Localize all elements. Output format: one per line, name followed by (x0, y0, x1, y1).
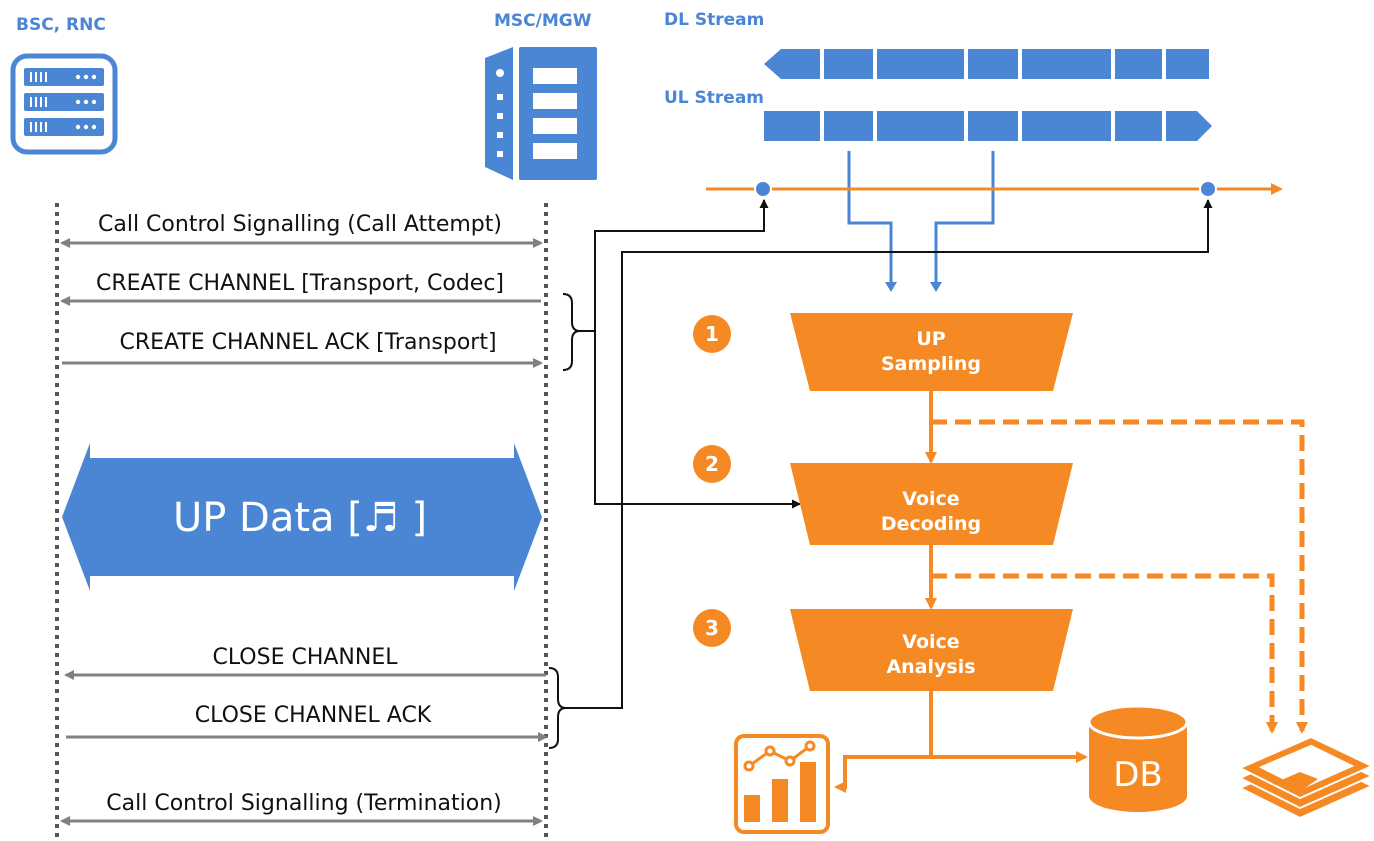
brace-close (548, 667, 567, 749)
connector-stop (566, 199, 1213, 709)
step-label-line1: Voice (902, 631, 959, 653)
msc-mgw-label: MSC/MGW (494, 11, 592, 31)
stream-tap-lines (847, 151, 995, 292)
ul-stream-bar (764, 111, 1212, 141)
step-label-line1: Voice (902, 488, 959, 510)
file-output-dashed-arrows (931, 419, 1308, 734)
step-2-voice-decoding: 2 Voice Decoding (693, 445, 1073, 545)
database-icon: DB (1087, 704, 1189, 812)
step-label-line2: Sampling (881, 353, 981, 375)
dl-stream-label: DL Stream (664, 10, 764, 30)
brace-create (562, 293, 581, 371)
message-create-channel-ack: CREATE CHANNEL ACK [Transport] (62, 330, 543, 368)
server-rack-icon (10, 53, 118, 155)
bsc-rnc-label: BSC, RNC (16, 15, 106, 35)
message-close-channel-ack: CLOSE CHANNEL ACK (66, 703, 548, 742)
message-label: CLOSE CHANNEL (212, 645, 398, 670)
switch-server-icon (485, 47, 597, 180)
process-flow-arrows (834, 391, 1088, 793)
step-number-badge (693, 315, 731, 353)
up-data-arrow: UP Data [♬ ] (62, 443, 542, 591)
message-label: Call Control Signalling (Termination) (106, 791, 501, 816)
message-label: CREATE CHANNEL ACK [Transport] (119, 330, 496, 355)
message-label: CREATE CHANNEL [Transport, Codec] (96, 271, 504, 296)
dl-stream-bar (764, 49, 1209, 79)
message-close-channel: CLOSE CHANNEL (64, 645, 546, 680)
message-termination: Call Control Signalling (Termination) (60, 791, 543, 826)
stacked-files-icon (1239, 736, 1373, 819)
message-create-channel: CREATE CHANNEL [Transport, Codec] (60, 271, 541, 306)
up-data-label: UP Data [♬ ] (173, 495, 427, 541)
step-number-badge (693, 445, 731, 483)
message-label: Call Control Signalling (Call Attempt) (98, 212, 502, 237)
svg-text:3: 3 (705, 616, 719, 640)
timeline-start-marker (754, 180, 772, 198)
step-3-voice-analysis: 3 Voice Analysis (693, 609, 1073, 691)
step-number-badge (693, 609, 731, 647)
svg-text:2: 2 (705, 452, 719, 476)
step-1-up-sampling: 1 UP Sampling (693, 313, 1073, 391)
message-call-attempt: Call Control Signalling (Call Attempt) (60, 212, 543, 248)
step-label-line2: Decoding (881, 513, 981, 535)
svg-text:1: 1 (705, 322, 719, 346)
connector-start (580, 199, 801, 509)
analytics-chart-icon (734, 734, 830, 834)
timeline-end-marker (1199, 180, 1217, 198)
message-label: CLOSE CHANNEL ACK (195, 703, 432, 728)
db-label: DB (1113, 755, 1163, 795)
step-label-line2: Analysis (886, 656, 975, 678)
timeline (706, 180, 1283, 198)
step-label-line1: UP (916, 328, 945, 350)
ul-stream-label: UL Stream (664, 88, 764, 108)
